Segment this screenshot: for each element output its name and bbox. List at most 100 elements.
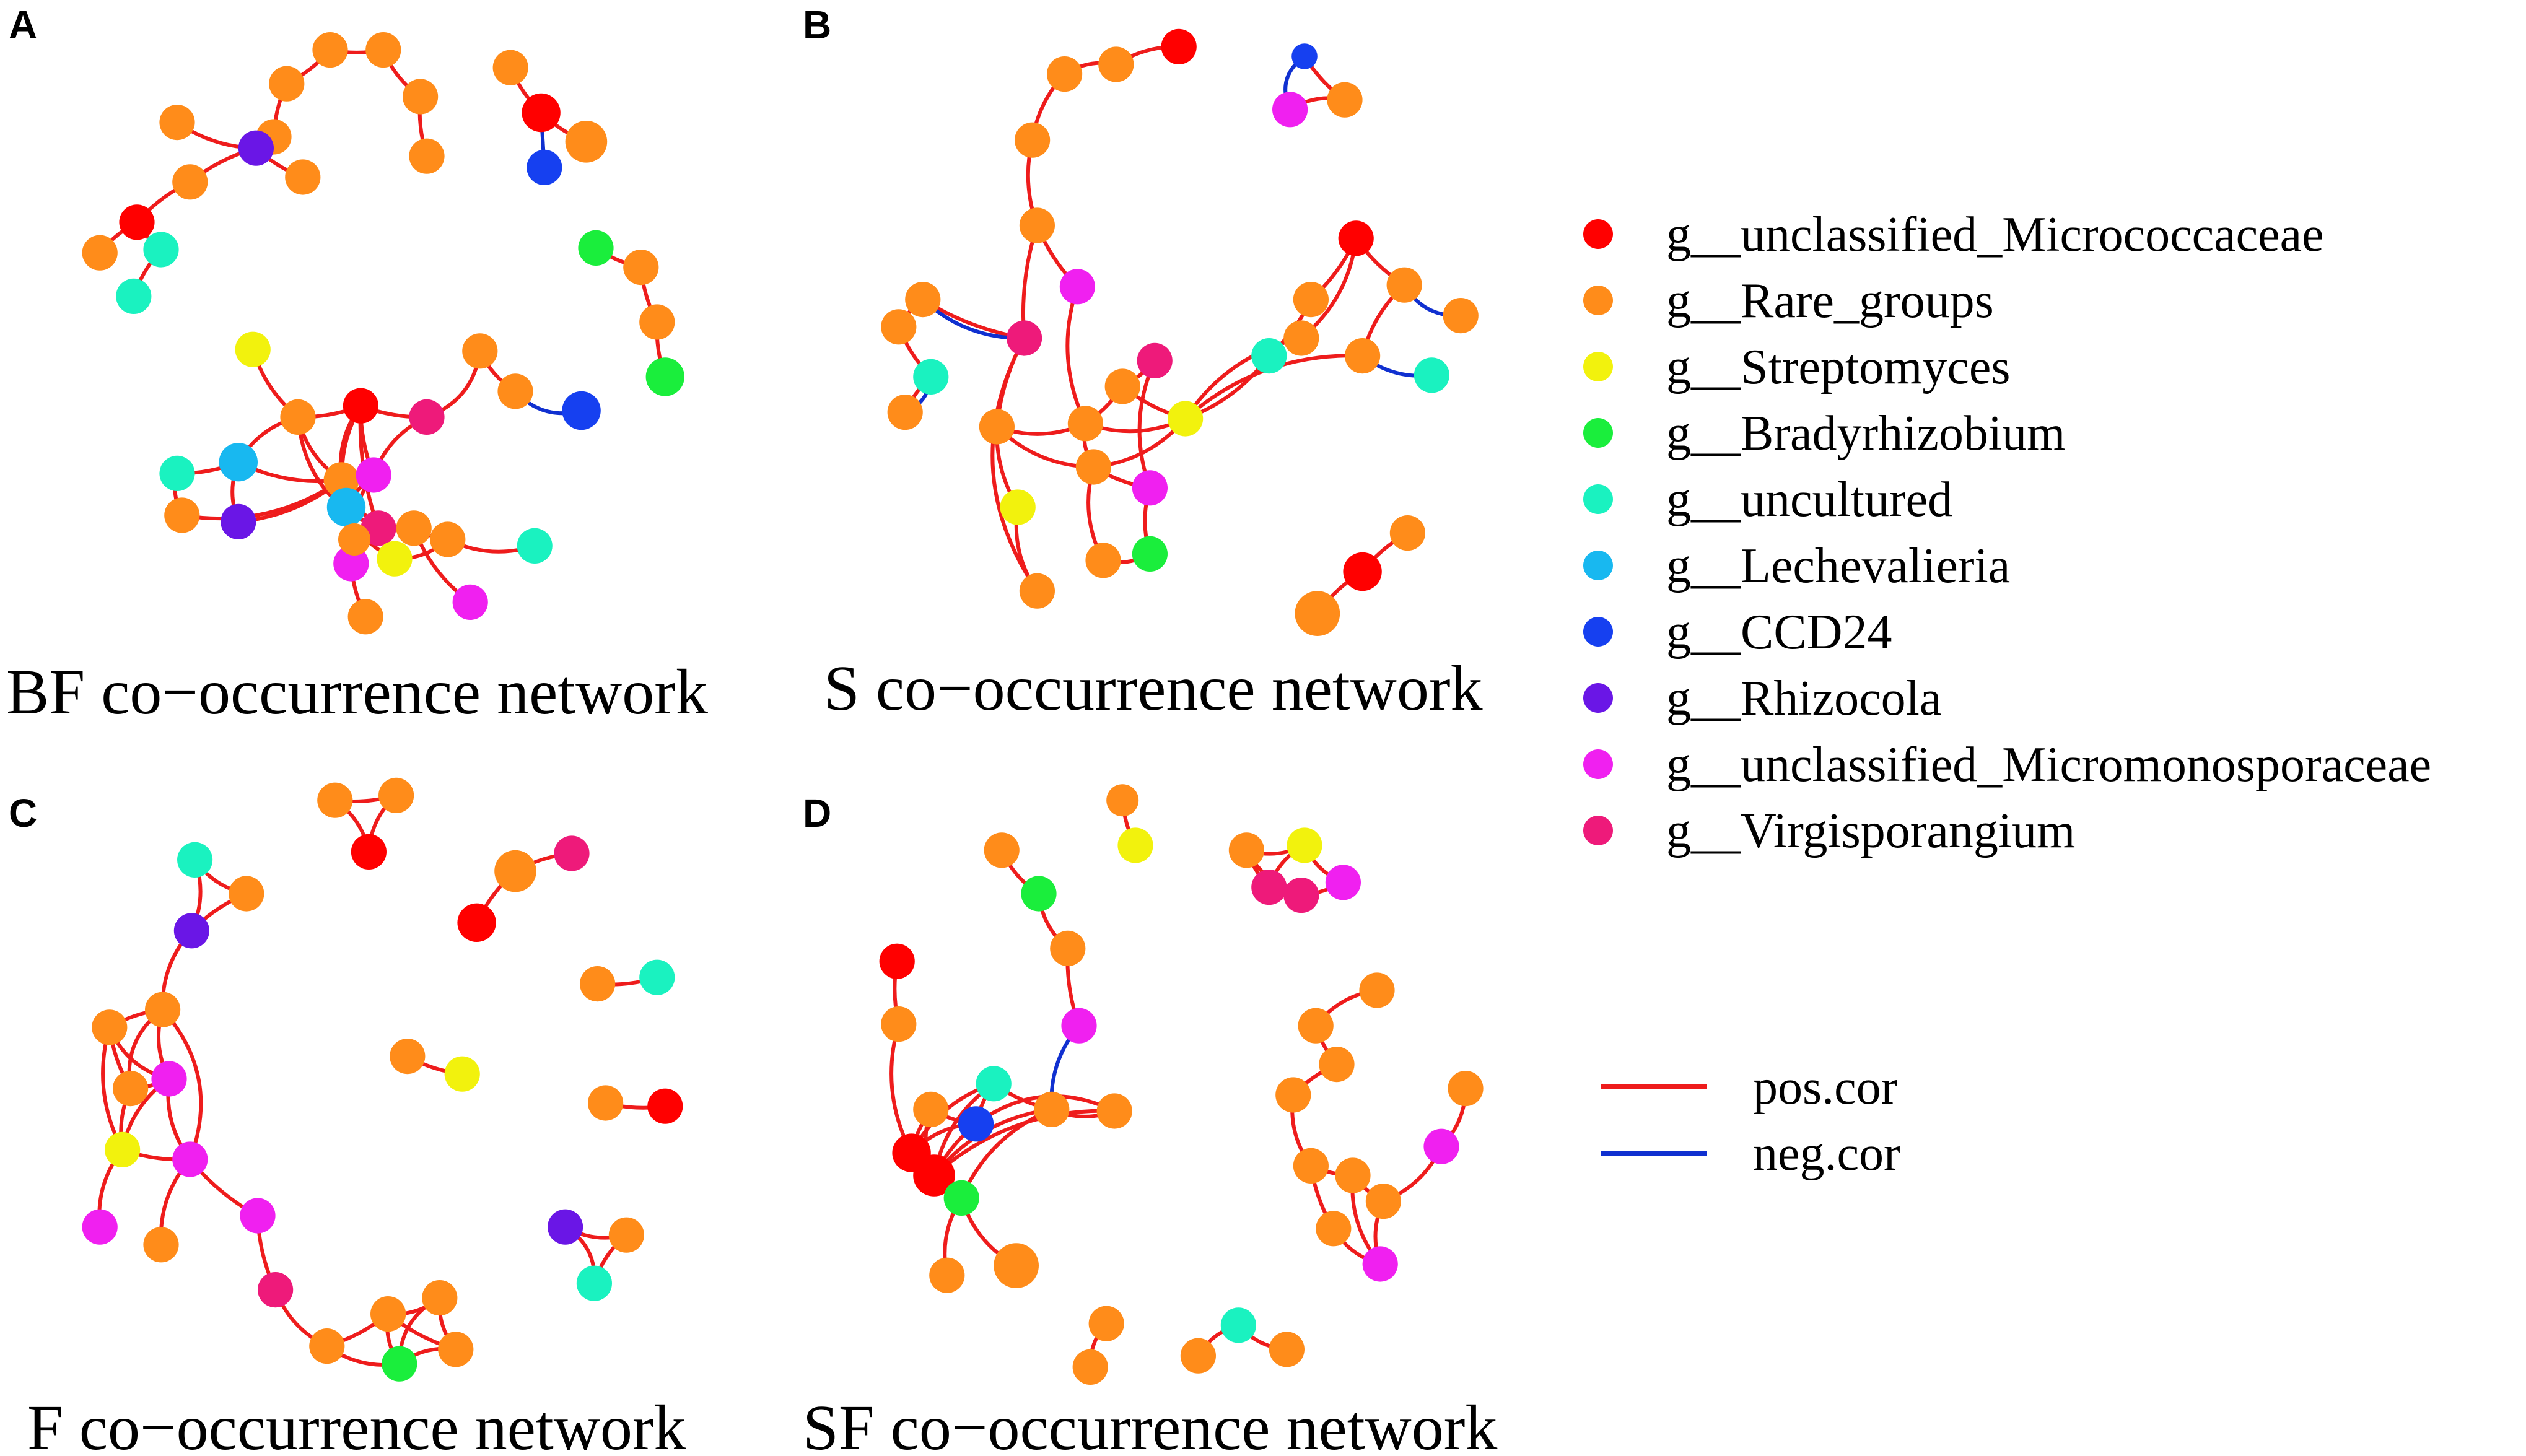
legend-swatch — [1583, 484, 1613, 514]
network-node — [976, 1066, 1012, 1102]
network-node — [235, 331, 271, 367]
legend-label: g__Virgisporangium — [1666, 804, 2075, 858]
network-node — [1067, 406, 1103, 442]
network-node — [221, 503, 256, 540]
network-node — [382, 1346, 417, 1382]
network-node — [1335, 1157, 1371, 1193]
network-node — [219, 443, 258, 482]
network-node — [1019, 573, 1055, 609]
network-node — [338, 523, 370, 556]
network-node — [269, 66, 305, 102]
network-node — [462, 333, 498, 369]
network-node — [390, 1039, 426, 1075]
network-node — [562, 391, 601, 430]
network-node — [143, 1227, 179, 1263]
network-node — [929, 1257, 965, 1293]
network-node — [1287, 827, 1322, 863]
network-node — [1316, 1211, 1352, 1247]
positive-edge — [889, 1023, 914, 1154]
network-node — [979, 409, 1015, 445]
network-node — [881, 309, 917, 345]
network-node — [1096, 1093, 1132, 1129]
network-node — [527, 149, 562, 185]
network-node — [588, 1085, 624, 1121]
network-node — [1283, 878, 1319, 913]
nodes — [82, 32, 685, 635]
network-node — [548, 1209, 583, 1245]
legend-swatch — [1583, 816, 1613, 845]
network-node — [1338, 220, 1374, 256]
network-node — [1050, 930, 1086, 966]
network-node — [1085, 543, 1121, 578]
network-node — [1325, 865, 1361, 900]
network-node — [1007, 320, 1042, 356]
network-node — [1293, 282, 1329, 318]
legend-swatch — [1583, 617, 1613, 647]
network-node — [639, 959, 675, 995]
positive-edge — [181, 478, 343, 521]
panel-label-d: D — [803, 791, 831, 835]
network-node — [565, 121, 608, 163]
network-node — [164, 497, 200, 533]
network-node — [608, 1217, 644, 1253]
network-node — [1021, 876, 1057, 912]
network-s — [881, 28, 1479, 636]
network-node — [172, 1141, 208, 1177]
legend-label: g__Bradyrhizobium — [1666, 406, 2065, 461]
network-node — [285, 159, 321, 195]
network-node — [497, 373, 533, 409]
legend-label: g__unclassified_Micromonosporaceae — [1666, 738, 2431, 792]
network-node — [173, 913, 209, 949]
network-node — [1106, 784, 1139, 817]
network-node — [238, 130, 274, 166]
network-node — [1293, 1148, 1329, 1184]
network-node — [958, 1106, 994, 1142]
network-node — [580, 966, 616, 1002]
panel-title-sf: SF co−occurrence network — [803, 1392, 1497, 1456]
network-node — [943, 1180, 979, 1216]
network-node — [1088, 1306, 1124, 1341]
network-node — [1061, 1008, 1097, 1044]
network-node — [913, 359, 949, 395]
panel-label-b: B — [803, 2, 831, 47]
network-node — [1423, 1128, 1459, 1164]
network-node — [1362, 1246, 1398, 1282]
network-node — [113, 1071, 149, 1107]
network-node — [1117, 827, 1153, 863]
network-node — [1075, 449, 1111, 485]
nodes — [879, 784, 1484, 1385]
network-node — [881, 1006, 917, 1042]
network-node — [1132, 536, 1168, 572]
network-node — [422, 1280, 458, 1316]
positive-edge — [1137, 360, 1156, 489]
network-node — [409, 399, 445, 435]
network-node — [913, 1154, 955, 1197]
network-node — [1283, 320, 1319, 356]
network-node — [554, 835, 590, 871]
network-node — [887, 395, 923, 430]
network-node — [1180, 1338, 1216, 1374]
legend-swatch — [1583, 286, 1613, 315]
positive-edge — [933, 1109, 1115, 1177]
network-node — [119, 204, 155, 240]
network-node — [639, 304, 675, 340]
network-node — [517, 528, 553, 564]
nodes — [82, 777, 683, 1382]
network-f — [82, 777, 683, 1382]
network-node — [1443, 298, 1479, 334]
network-node — [1251, 338, 1287, 374]
positive-edge — [1184, 336, 1302, 420]
legend-edge-label: neg.cor — [1753, 1127, 1900, 1181]
network-node — [326, 487, 366, 527]
network-node — [494, 850, 536, 892]
legend-swatch — [1583, 352, 1613, 381]
network-node — [576, 1265, 613, 1301]
legend: g__unclassified_Micrococcaceaeg__Rare_gr… — [1583, 207, 2431, 1181]
network-node — [1034, 1091, 1070, 1127]
legend-swatch — [1583, 418, 1613, 448]
panel-title-f: F co−occurrence network — [27, 1392, 686, 1456]
network-node — [1269, 1332, 1305, 1367]
network-node — [1272, 92, 1308, 128]
network-node — [1414, 357, 1449, 393]
network-node — [229, 876, 264, 912]
